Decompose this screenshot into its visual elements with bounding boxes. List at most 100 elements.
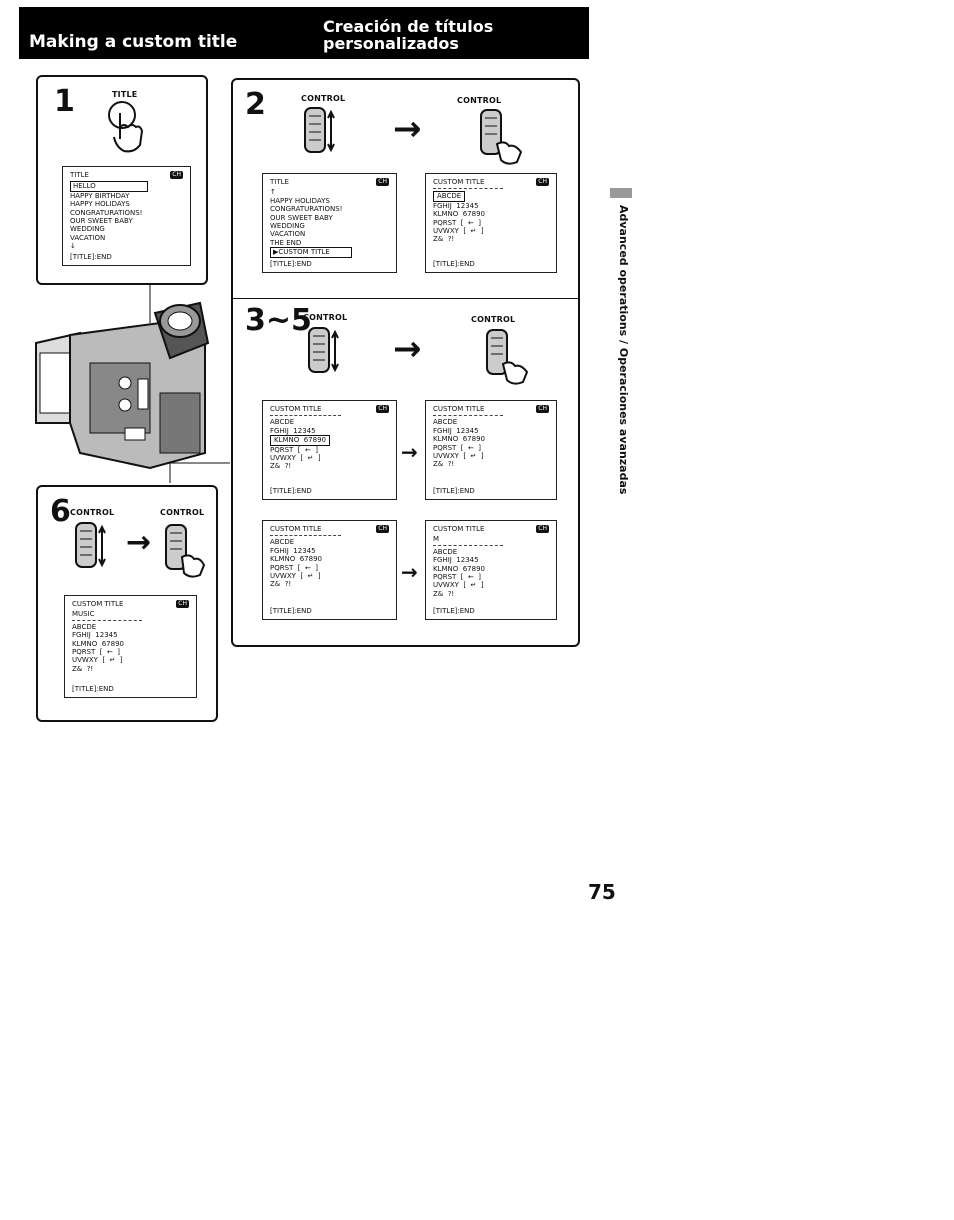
menu-item: OUR SWEET BABY	[270, 213, 333, 222]
control-label: CONTROL	[303, 313, 348, 322]
char-row: KLMNO 67890	[270, 555, 322, 564]
control-dial-press-icon	[480, 109, 523, 165]
ch-badge: CH	[536, 525, 549, 534]
menu-item: VACATION	[270, 230, 306, 239]
char-row: PQRST [ ← ]	[270, 563, 318, 572]
char-row: PQRST [ ← ]	[433, 218, 481, 227]
screen-title: CUSTOM TITLE	[72, 600, 124, 608]
char-row: Z& ?!	[433, 589, 455, 598]
menu-item: THE END	[270, 238, 302, 247]
camcorder-illustration	[35, 283, 230, 483]
char-row: KLMNO 67890	[72, 639, 124, 648]
control-dial-icon	[308, 327, 339, 373]
custom-title-screen-c: CUSTOM TITLE CH ABCDE FGHIJ 12345 KLMNO 6…	[262, 520, 397, 620]
custom-title-screen-b: CUSTOM TITLE CH ABCDE FGHIJ 12345 KLMNO 6…	[425, 400, 557, 500]
next-arrow-icon: →	[393, 329, 422, 369]
char-row: UVWXY [ ↵ ]	[270, 454, 321, 463]
title-spanish: Creación de títulos personalizados	[323, 18, 493, 52]
menu-item: HAPPY HOLIDAYS	[70, 200, 130, 209]
entry-line	[433, 544, 503, 546]
char-row: UVWXY [ ↵ ]	[433, 227, 484, 236]
end-hint: [TITLE]:END	[433, 606, 475, 615]
char-row-selected: KLMNO 67890	[270, 435, 330, 446]
title-spanish-line2: personalizados	[323, 34, 459, 53]
screen-title: CUSTOM TITLE	[270, 405, 322, 413]
char-row: UVWXY [ ↵ ]	[433, 452, 484, 461]
entry-line	[433, 415, 503, 417]
section-tab-marker	[610, 188, 632, 198]
next-arrow-icon: →	[126, 525, 152, 560]
scroll-up-icon: ↑	[270, 188, 276, 197]
screen-title: CUSTOM TITLE	[433, 405, 485, 413]
menu-item: CONGRATURATIONS!	[270, 205, 343, 214]
screen-title: TITLE	[70, 171, 89, 179]
char-row: PQRST [ ← ]	[270, 445, 318, 454]
next-arrow-icon: →	[401, 440, 418, 464]
next-arrow-icon: →	[401, 560, 418, 584]
char-row: PQRST [ ← ]	[72, 648, 120, 657]
ch-badge: CH	[176, 600, 189, 609]
ch-badge: CH	[536, 178, 549, 187]
char-row: Z& ?!	[270, 462, 292, 471]
end-hint: [TITLE]:END	[270, 606, 312, 615]
char-row: ABCDE	[433, 547, 458, 556]
char-row: ABCDE	[270, 538, 295, 547]
step-number: 2	[245, 87, 266, 122]
control-dial-press-icon	[486, 329, 529, 385]
title-spanish-line1: Creación de títulos	[323, 17, 494, 36]
section-side-label: Advanced operations / Operaciones avanza…	[617, 205, 630, 495]
control-label: CONTROL	[301, 94, 346, 103]
end-hint: [TITLE]:END	[270, 259, 312, 268]
char-row: KLMNO 67890	[433, 435, 485, 444]
menu-item: HAPPY BIRTHDAY	[70, 191, 130, 200]
title-entry: MUSIC	[72, 610, 95, 619]
char-row: ABCDE	[433, 418, 458, 427]
step-number: 3~5	[245, 303, 312, 338]
char-row: Z& ?!	[433, 235, 455, 244]
char-row: FGHIJ 12345	[72, 631, 118, 640]
char-row: KLMNO 67890	[433, 210, 485, 219]
char-row: ABCDE	[270, 418, 295, 427]
screen-title: CUSTOM TITLE	[433, 178, 485, 186]
end-hint: [TITLE]:END	[433, 486, 475, 495]
char-row: FGHIJ 12345	[433, 426, 479, 435]
menu-item: CONGRATURATIONS!	[70, 208, 143, 217]
screen-title: CUSTOM TITLE	[270, 525, 322, 533]
char-row: UVWXY [ ↵ ]	[72, 656, 123, 665]
end-hint: [TITLE]:END	[270, 486, 312, 495]
menu-item: WEDDING	[270, 222, 305, 231]
control-dial-press-icon	[165, 524, 206, 578]
char-row: FGHIJ 12345	[270, 546, 316, 555]
end-hint: [TITLE]:END	[433, 259, 475, 268]
ch-badge: CH	[376, 405, 389, 414]
title-english: Making a custom title	[29, 32, 238, 52]
char-row: UVWXY [ ↵ ]	[270, 572, 321, 581]
end-hint: [TITLE]:END	[72, 684, 114, 693]
control-dial-icon	[304, 107, 335, 153]
control-dial-icon	[75, 522, 106, 568]
control-label: CONTROL	[457, 96, 502, 105]
entry-line	[433, 188, 503, 190]
ch-badge: CH	[536, 405, 549, 414]
ch-badge: CH	[376, 525, 389, 534]
step-number: 1	[54, 84, 75, 119]
entry-line	[72, 619, 143, 621]
title-button-label: TITLE	[112, 90, 138, 99]
control-label: CONTROL	[70, 508, 115, 517]
menu-item: HELLO	[70, 181, 149, 192]
section-divider	[233, 298, 578, 299]
step-number: 6	[50, 494, 71, 529]
menu-item: OUR SWEET BABY	[70, 217, 133, 226]
menu-item: WEDDING	[70, 225, 105, 234]
screen-title: CUSTOM TITLE	[433, 525, 485, 533]
char-row: Z& ?!	[72, 664, 94, 673]
char-row: PQRST [ ← ]	[433, 573, 481, 582]
